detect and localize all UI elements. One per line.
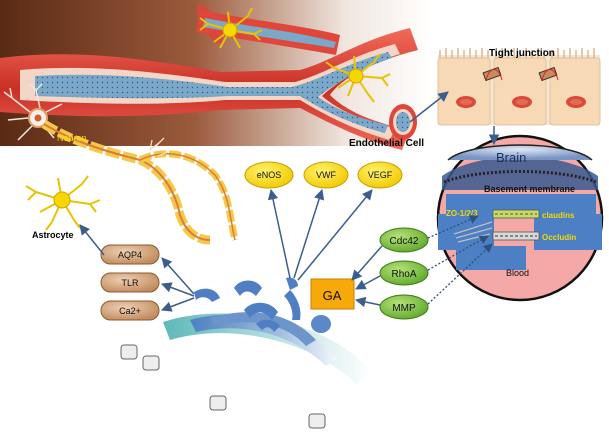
arrow-golgi-to-enos [267,188,291,279]
node-vegf: VEGF [357,161,403,189]
arrow-cdc42-to-ga [351,245,383,281]
blood-vessel-illustration [0,4,418,150]
astrocyte-left [25,175,101,231]
astro-marker-nodes: AQP4 TLR Ca2+ [100,244,160,321]
tight-junction-illustration [437,48,601,126]
dotted-arrow-rhoa [427,235,489,271]
node-aqp4: AQP4 [100,244,160,265]
node-cdc42: Cdc42 [379,227,429,253]
blood-label: Blood [506,268,529,278]
node-enos-label: eNOS [257,170,282,180]
occludin-strand [492,231,540,241]
node-mmp-label: MMP [392,303,416,314]
golgi-apparatus [120,277,372,429]
node-vwf: VWF [303,161,349,189]
dotted-arrow-mmp [427,243,493,305]
node-vwf-label: VWF [316,170,336,180]
dotted-arrows [427,215,493,305]
node-cdc42-label: Cdc42 [390,236,419,247]
zo-strand [453,221,493,243]
node-mmp: MMP [379,294,429,320]
claudins-strand [492,209,540,219]
astrocyte-mid [325,53,391,103]
arrow-mmp-to-ga [354,296,381,308]
node-vegf-label: VEGF [368,170,393,180]
node-tlr: TLR [100,272,160,293]
node-rhoa: RhoA [379,260,429,286]
arrow-markers-to-astrocyte [79,224,105,256]
neuron-illustration [3,83,239,245]
node-aqp4-label: AQP4 [118,250,142,260]
node-ca2: Ca2+ [100,300,160,321]
pathway-arrows [79,188,383,312]
signal-nodes: Cdc42 RhoA MMP [379,227,429,320]
arrow-golgi-to-ca2 [161,297,195,312]
tight-junction-label: Tight junction [489,48,555,59]
ga-box: GA [310,278,355,310]
ga-label: GA [323,288,342,303]
arrow-golgi-to-vegf [297,189,373,281]
endothelial-cell-label: Endothelial Cell [349,138,424,149]
basement-membrane-label: Basement membrane [484,184,575,194]
effector-nodes: eNOS VWF VEGF [244,161,403,189]
brain-label: Brain [496,150,526,165]
astrocyte-top [199,7,263,49]
arrow-golgi-to-aqp4 [161,257,195,295]
dotted-arrow-cdc42 [427,215,479,239]
node-enos: eNOS [244,161,294,189]
arrow-rhoa-to-ga [355,275,381,290]
arrow-golgi-to-vwf [293,188,325,279]
occludin-label: Occludin [542,233,576,242]
astrocyte-label: Astrocyte [32,230,74,240]
node-rhoa-label: RhoA [391,269,416,280]
neuron-label: Neuron [57,133,87,143]
zo-label: ZO-1/2/3 [446,209,478,218]
node-ca2-label: Ca2+ [119,306,141,316]
arrow-golgi-to-tlr [161,282,195,297]
claudins-label: claudins [542,211,575,220]
arrow-vessel-to-junction [409,91,449,123]
node-tlr-label: TLR [121,278,139,288]
